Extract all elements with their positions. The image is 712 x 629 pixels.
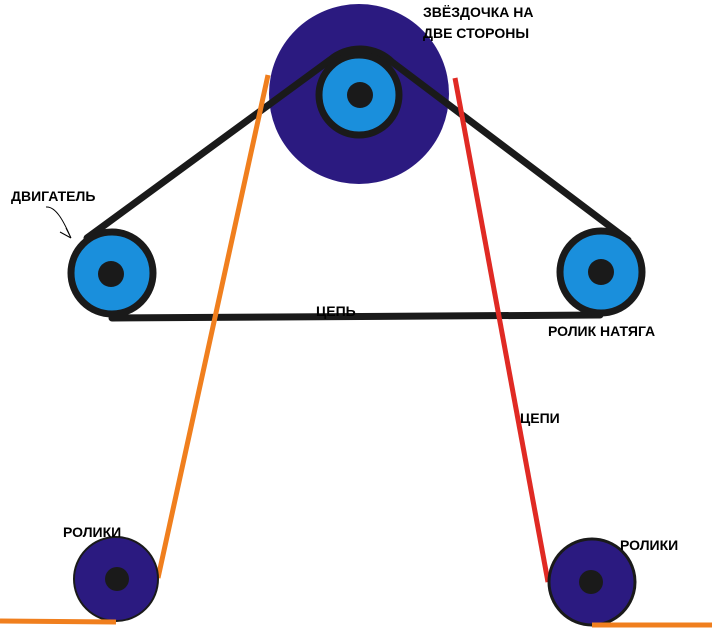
sprocket-label-line2: ДВЕ СТОРОНЫ (423, 25, 530, 41)
rollers-left-label: РОЛИКИ (63, 524, 122, 540)
inner-sprocket-hub (347, 82, 373, 108)
bottom-right-roller-hub (579, 570, 603, 594)
left-chain-orange (155, 74, 271, 579)
motor-pulley-hub (98, 261, 124, 287)
bottom-left-roller-hub (105, 567, 129, 591)
chain-label: ЦЕПЬ (316, 303, 356, 319)
tensioner-label: РОЛИК НАТЯГА (548, 323, 656, 339)
motor-arrow (45, 206, 72, 239)
rollers-right-label: РОЛИКИ (620, 537, 679, 553)
bottom-left-chain (0, 618, 117, 625)
drive-chain (83, 45, 632, 322)
motor-label: ДВИГАТЕЛЬ (11, 188, 96, 204)
right-chain-red (452, 77, 551, 583)
tensioner-roller-hub (588, 259, 614, 285)
chains-label: ЦЕПИ (520, 410, 560, 426)
sprocket-label-line1: ЗВЁЗДОЧКА НА (423, 4, 534, 20)
